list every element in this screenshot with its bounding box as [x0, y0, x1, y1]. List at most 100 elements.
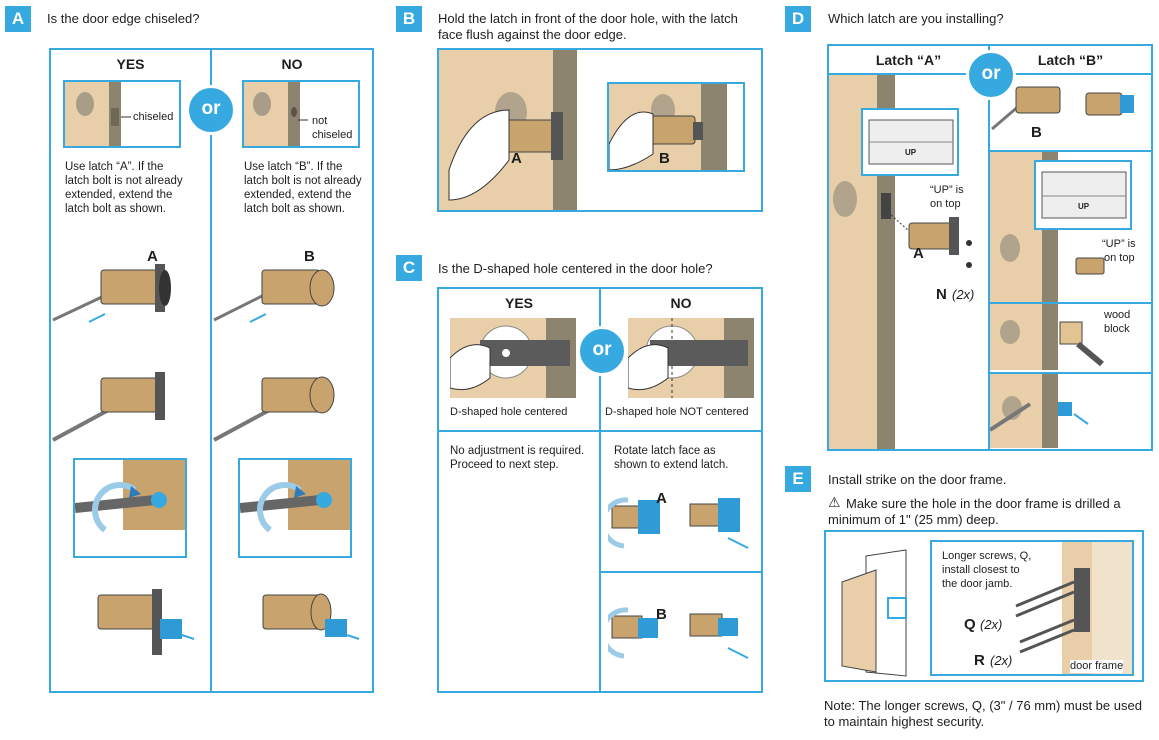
chiseled-door-thumbnail: chiseled	[63, 80, 181, 148]
section-d-b-row-3	[988, 372, 1153, 374]
section-c-or-badge: or	[577, 326, 627, 376]
section-b-label-a: A	[511, 150, 522, 167]
latch-a-header: Latch “A”	[875, 52, 942, 68]
section-d-label-a: A	[913, 245, 924, 262]
rotate-latch-b-illustration	[608, 600, 758, 670]
section-c-badge: C	[396, 255, 422, 281]
section-e-note-2: to maintain highest security.	[824, 714, 985, 729]
section-b-panel: A B	[437, 48, 763, 212]
section-c-no-text-1: Rotate latch face as	[614, 445, 716, 457]
rotate-latch-a-label: A	[656, 490, 667, 507]
section-d-panel	[827, 44, 1153, 451]
section-a-question: Is the door edge chiseled?	[47, 11, 200, 26]
section-e-warning-2: minimum of 1" (25 mm) deep.	[828, 512, 999, 527]
section-c-no-header: NO	[670, 295, 692, 311]
latch-a-up-note-2: on top	[930, 198, 961, 210]
screw-r-count: (2x)	[990, 653, 1013, 668]
section-b-label-b: B	[659, 150, 670, 167]
section-d-label-b: B	[1031, 124, 1042, 141]
not-chiseled-callout-line2: chiseled	[312, 129, 353, 141]
section-d-b-row-1	[988, 150, 1153, 152]
latch-b-extended-illustration	[255, 585, 365, 675]
not-chiseled-callout-line1: not	[312, 115, 328, 127]
section-c-divider	[599, 287, 601, 693]
section-b-badge: B	[396, 6, 422, 32]
screws-note-3: the door jamb.	[942, 578, 1013, 590]
section-e-warning-1: Make sure the hole in the door frame is …	[846, 496, 1121, 511]
section-c-yes-text-2: Proceed to next step.	[450, 459, 559, 471]
section-c-no-row-divider	[599, 571, 763, 573]
section-a-no-header: NO	[281, 56, 303, 72]
section-a-no-text-3: extended, extend the	[244, 189, 352, 201]
door-frame-overview-illustration	[836, 548, 916, 678]
section-a-no-text-4: latch bolt as shown.	[244, 203, 346, 215]
screw-q-count: (2x)	[980, 617, 1003, 632]
latch-b-screwdriver-illustration	[990, 75, 1150, 149]
section-a-yes-header: YES	[116, 56, 145, 72]
rotate-latch-b-label: B	[656, 606, 667, 623]
screws-note-2: install closest to	[942, 564, 1020, 576]
latch-b-screwdriver-illustration-1	[212, 250, 370, 340]
section-a-yes-text-3: extended, extend the	[65, 189, 173, 201]
section-d-b-row-2	[988, 302, 1153, 304]
latch-a-up-tag: UP	[905, 148, 917, 157]
latch-b-up-note-2: on top	[1104, 252, 1135, 264]
strike-zoom-box: Longer screws, Q, install closest to the…	[930, 540, 1134, 676]
section-d-n-count: (2x)	[952, 287, 975, 302]
section-b-instruction-1: Hold the latch in front of the door hole…	[438, 11, 738, 26]
section-d-or-badge: or	[966, 50, 1016, 100]
section-a-badge: A	[5, 6, 31, 32]
section-a-or-badge: or	[186, 85, 236, 135]
latch-a-zoom-box	[73, 458, 187, 558]
section-d-divider	[988, 44, 990, 451]
section-a-latch-a-label: A	[147, 248, 158, 265]
section-c-question: Is the D-shaped hole centered in the doo…	[438, 261, 713, 276]
section-a-no-text-2: latch bolt is not already	[244, 175, 362, 187]
section-c-no-text-2: shown to extend latch.	[614, 459, 729, 471]
door-frame-label: door frame	[1070, 660, 1124, 673]
latch-b-zoom-box	[238, 458, 352, 558]
section-d-label-n: N	[936, 286, 947, 303]
latch-b-up-zoom-box: UP	[1034, 160, 1132, 230]
section-c-yes-text-1: No adjustment is required.	[450, 445, 585, 457]
section-b-zoom-box: B	[607, 82, 745, 172]
section-d-question: Which latch are you installing?	[828, 11, 1004, 26]
latch-b-header: Latch “B”	[1037, 52, 1104, 68]
latch-b-tap-illustration	[990, 374, 1150, 448]
latch-a-extended-illustration	[90, 585, 200, 675]
section-b-instruction-2: face flush against the door edge.	[438, 27, 627, 42]
section-d-badge: D	[785, 6, 811, 32]
section-e-instruction: Install strike on the door frame.	[828, 472, 1007, 487]
section-e-note-1: Note: The longer screws, Q, (3" / 76 mm)…	[824, 698, 1142, 713]
section-a-no-text-1: Use latch “B”. If the	[244, 161, 343, 173]
d-hole-centered-caption: D-shaped hole centered	[450, 406, 568, 418]
latch-a-up-zoom-box: UP	[861, 108, 959, 176]
section-a-divider	[210, 48, 212, 693]
section-a-yes-text-2: latch bolt is not already	[65, 175, 183, 187]
d-hole-not-centered-illustration	[628, 318, 754, 398]
latch-a-screwdriver-illustration-2	[51, 370, 209, 450]
screws-note-1: Longer screws, Q,	[942, 550, 1032, 562]
wood-block-label-2: block	[1104, 323, 1130, 335]
unchiseled-door-thumbnail: not chiseled	[242, 80, 360, 148]
screw-r-label: R	[974, 652, 985, 669]
section-e-badge: E	[785, 466, 811, 492]
wood-block-label-1: wood	[1104, 309, 1131, 321]
section-c-yes-header: YES	[504, 295, 533, 311]
section-a-latch-b-label: B	[304, 248, 315, 265]
section-e-panel	[824, 530, 1144, 682]
section-c-row-divider	[437, 430, 763, 432]
section-a-yes-text-4: latch bolt as shown.	[65, 203, 167, 215]
d-hole-centered-illustration	[450, 318, 576, 398]
latch-a-up-note-1: “UP” is	[930, 184, 964, 196]
section-a-yes-text-1: Use latch “A”. If the	[65, 161, 164, 173]
warning-icon: ⚠	[828, 494, 841, 510]
latch-a-screwdriver-illustration-1	[51, 250, 209, 340]
screw-q-label: Q	[964, 616, 976, 633]
d-hole-not-centered-caption: D-shaped hole NOT centered	[605, 406, 749, 418]
chiseled-callout: chiseled	[133, 111, 174, 123]
latch-b-screwdriver-illustration-2	[212, 370, 370, 450]
rotate-latch-a-illustration	[608, 490, 758, 560]
latch-b-up-tag: UP	[1078, 202, 1090, 211]
wood-block-illustration	[990, 304, 1150, 370]
